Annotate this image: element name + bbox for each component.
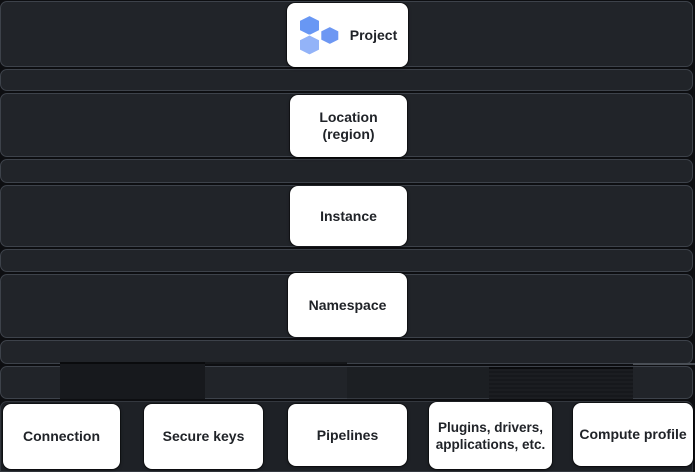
node-label-instance: Instance	[320, 207, 377, 224]
node-project: Project	[287, 3, 408, 67]
node-label-compute-profile: Compute profile	[579, 426, 687, 442]
node-connection: Connection	[3, 404, 120, 469]
hexagon-top-left	[298, 15, 320, 37]
connector-artifact-right	[489, 367, 633, 399]
connector-line-left	[205, 362, 347, 364]
connector-artifact-left	[60, 362, 205, 399]
node-label-location: Location (region)	[319, 109, 378, 142]
node-instance: Instance	[290, 186, 407, 246]
node-label-connection: Connection	[23, 428, 100, 444]
lane-spacer-2	[0, 159, 693, 183]
connector-line-right	[633, 363, 695, 365]
hexagon-bottom-left	[298, 34, 320, 55]
lane-spacer-4	[0, 340, 693, 364]
node-namespace: Namespace	[288, 273, 407, 337]
node-label-pipelines: Pipelines	[316, 426, 379, 443]
node-compute-profile: Compute profile	[573, 403, 693, 466]
node-label-namespace: Namespace	[308, 296, 387, 313]
node-secure-keys: Secure keys	[144, 404, 263, 469]
node-label-secure-keys: Secure keys	[162, 428, 245, 444]
node-pipelines: Pipelines	[288, 404, 407, 466]
lane-spacer-3	[0, 249, 693, 272]
node-location-region: Location (region)	[290, 95, 407, 157]
node-label-project: Project	[349, 26, 398, 43]
node-label-plugins: Plugins, drivers, applications, etc.	[435, 419, 546, 452]
node-plugins-drivers-applications: Plugins, drivers, applications, etc.	[429, 402, 552, 469]
connector-shade-middle	[347, 367, 489, 399]
lane-spacer-1	[0, 69, 693, 91]
hexagon-right	[320, 25, 340, 46]
project-hexagons-icon	[298, 15, 340, 55]
